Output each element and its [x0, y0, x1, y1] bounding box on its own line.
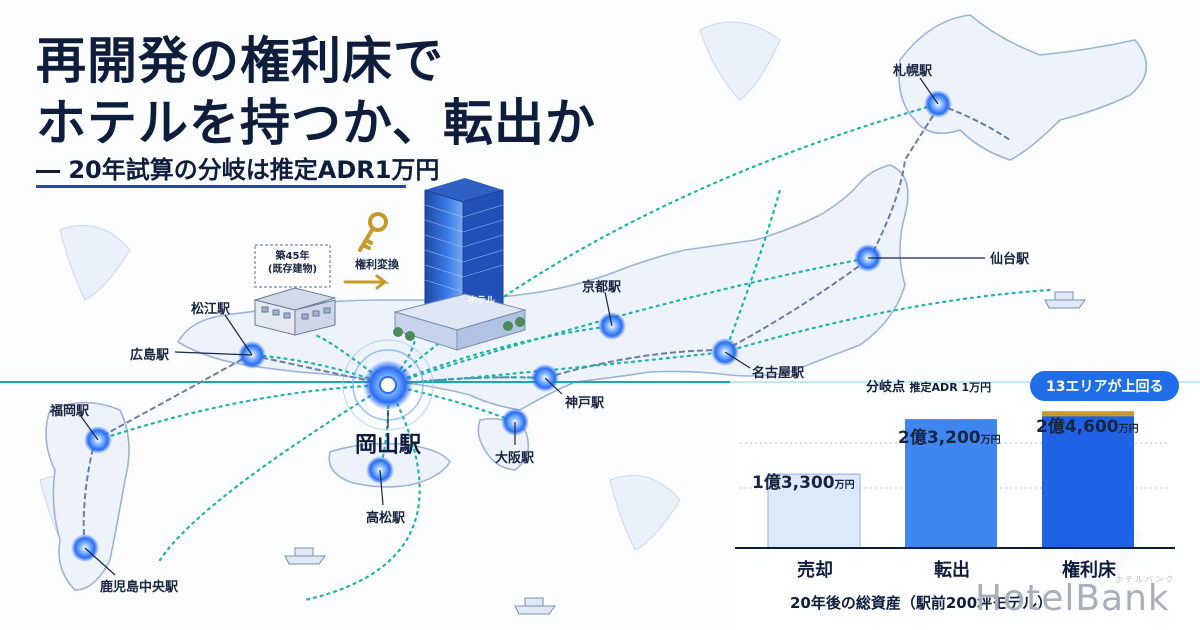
hotel-sign: ホテル [468, 296, 496, 306]
hotel-tower-illustration [393, 178, 527, 351]
station-label-osaka: 大阪駅 [495, 451, 535, 466]
conversion-label: 権利変換 [355, 258, 399, 271]
bar-2 [1042, 411, 1134, 548]
bar-cap-rights-floor [1042, 411, 1134, 417]
old-building-age: 築45年 [275, 251, 310, 262]
category-sell: 売却 [797, 560, 833, 581]
bar-value-relocate: 2億3,200万円 [898, 423, 1001, 448]
station-label-okayama: 岡山駅 [355, 433, 422, 458]
station-label-hiroshima: 広島駅 [130, 348, 170, 363]
category-rights-floor: 権利床 [1062, 560, 1116, 581]
bar-value-relocate-unit: 万円 [980, 435, 1001, 446]
ship-icons [284, 291, 1086, 615]
bar-value-sell-unit: 万円 [834, 480, 855, 491]
station-label-sapporo: 札幌駅 [893, 64, 933, 79]
bar-value-sell: 1億3,300万円 [752, 468, 855, 493]
bar-value-rights-floor-main: 2億4,600 [1036, 417, 1119, 437]
station-label-matsue: 松江駅 [191, 302, 231, 317]
old-building-illustration [253, 287, 337, 336]
station-label-kagoshima: 鹿児島中央駅 [100, 580, 179, 595]
chart-x-axis-title: 20年後の総資産（駅前200坪モデル） [790, 594, 1053, 612]
branch-point-title: 分岐点 [866, 380, 906, 395]
subtitle: ― 20年試算の分岐は推定ADR1万円 [36, 156, 440, 184]
bar-value-rights-floor: 2億4,600万円 [1036, 412, 1139, 437]
station-label-fukuoka: 福岡駅 [50, 404, 90, 419]
bar-value-sell-main: 1億3,300 [752, 473, 835, 493]
rail-line [94, 103, 1011, 441]
old-building-label: 築45年 (既存建物) [255, 250, 330, 276]
asset-bar-chart [735, 411, 1175, 549]
category-relocate: 転出 [934, 560, 970, 581]
bar-1 [905, 419, 997, 548]
station-label-kobe: 神戸駅 [565, 396, 605, 411]
station-label-nagoya: 名古屋駅 [752, 366, 805, 381]
key-icon [358, 212, 388, 252]
station-label-kyoto: 京都駅 [582, 280, 622, 295]
areas-above-badge: 13エリアが上回る [1030, 371, 1180, 401]
bar-value-rights-floor-unit: 万円 [1118, 424, 1139, 435]
bar-0 [767, 473, 861, 549]
leader-lines [79, 77, 985, 576]
headline-line2: ホテルを持つか、転出か [36, 94, 596, 152]
station-label-sendai: 仙台駅 [990, 252, 1030, 267]
conversion-arrow [343, 274, 390, 290]
hotelbank-logo: HotelBank [975, 578, 1170, 619]
subtitle-underline [36, 185, 406, 188]
branch-point-detail: 推定ADR 1万円 [909, 381, 992, 394]
branch-point-label: 分岐点 推定ADR 1万円 [866, 376, 991, 395]
station-label-takamatsu: 高松駅 [366, 511, 406, 526]
headline-line1: 再開発の権利床で [36, 32, 444, 90]
bar-value-relocate-main: 2億3,200 [898, 428, 981, 448]
hotelbank-logo-kana: ホテルバンク [1115, 575, 1176, 584]
old-building-note: (既存建物) [267, 264, 318, 275]
